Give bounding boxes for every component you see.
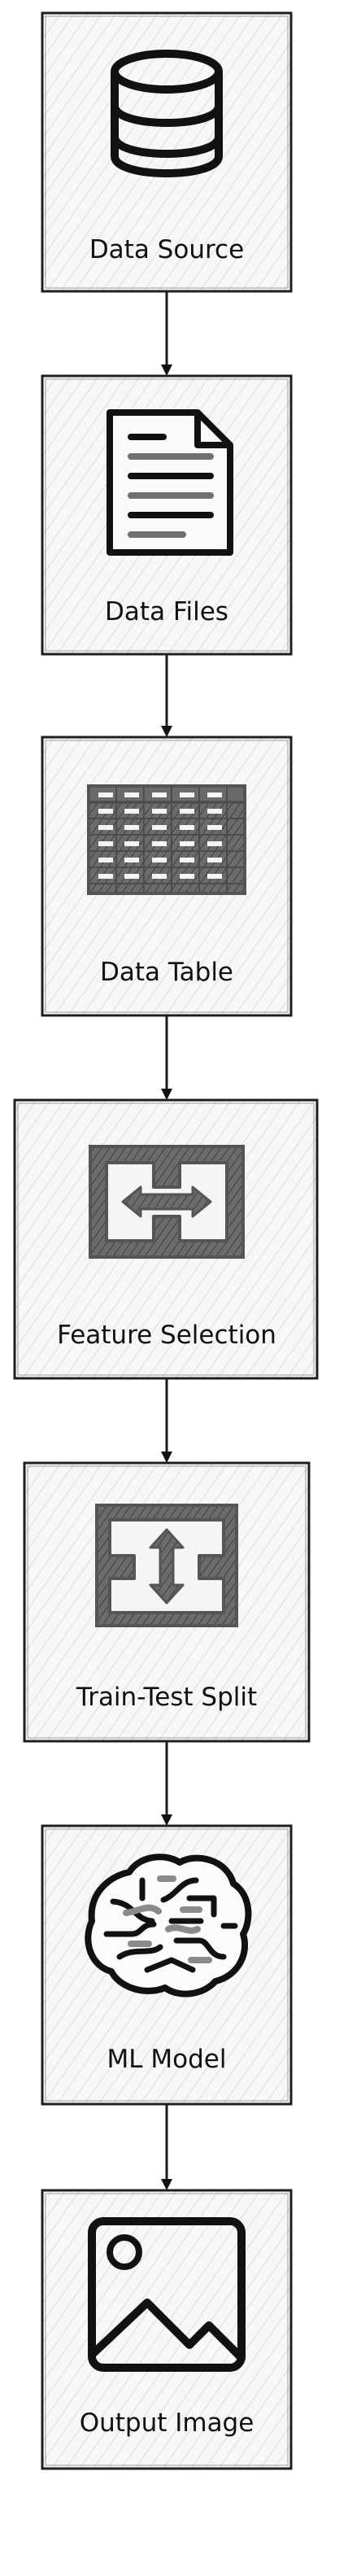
arrowhead [161, 1452, 172, 1463]
image-icon [88, 2217, 246, 2372]
database-icon [111, 50, 223, 177]
node-label: Train-Test Split [76, 1683, 257, 1712]
node-box-inner [27, 1465, 307, 1739]
node-data-table: Data Table [41, 736, 293, 1017]
node-train-test-split: Train-Test Split [23, 1461, 311, 1743]
node-label: Data Table [100, 958, 233, 987]
node-label: Data Source [89, 235, 244, 264]
node-box-inner [17, 1102, 315, 1376]
node-output-image: Output Image [41, 2189, 293, 2470]
vertical-split-icon [95, 1504, 238, 1627]
node-ml-model: ML Model [41, 1824, 293, 2106]
edge-data-source-to-data-files [161, 291, 172, 376]
edge-feature-selection-to-train-test-split [161, 1378, 172, 1463]
arrowhead [161, 726, 172, 737]
arrowhead [161, 2179, 172, 2190]
node-label: ML Model [107, 2045, 227, 2074]
edge-data-table-to-feature-selection [161, 1015, 172, 1100]
node-box-inner [45, 15, 289, 289]
arrowhead [161, 365, 172, 376]
horizontal-split-icon [89, 1145, 245, 1259]
edges-group [161, 291, 172, 2190]
arrowhead [161, 1814, 172, 1826]
node-feature-selection: Feature Selection [13, 1098, 319, 1380]
arrowhead [161, 1089, 172, 1100]
node-box-inner [45, 2193, 289, 2466]
node-label: Data Files [105, 597, 228, 627]
node-label: Output Image [80, 2408, 254, 2438]
node-box-inner [45, 740, 289, 1013]
brain-icon [85, 1853, 252, 1997]
table-icon [87, 784, 246, 895]
edge-ml-model-to-output-image [161, 2104, 172, 2190]
nodes-group: Data Source Data Files [13, 11, 319, 2470]
node-box [41, 2189, 293, 2470]
node-data-files: Data Files [41, 374, 293, 656]
node-label: Feature Selection [57, 1321, 276, 1350]
node-data-source: Data Source [41, 11, 293, 293]
edge-data-files-to-data-table [161, 654, 172, 737]
document-icon [107, 409, 233, 556]
edge-train-test-split-to-ml-model [161, 1741, 172, 1826]
node-box-inner [45, 1828, 289, 2102]
node-box-inner [45, 378, 289, 652]
